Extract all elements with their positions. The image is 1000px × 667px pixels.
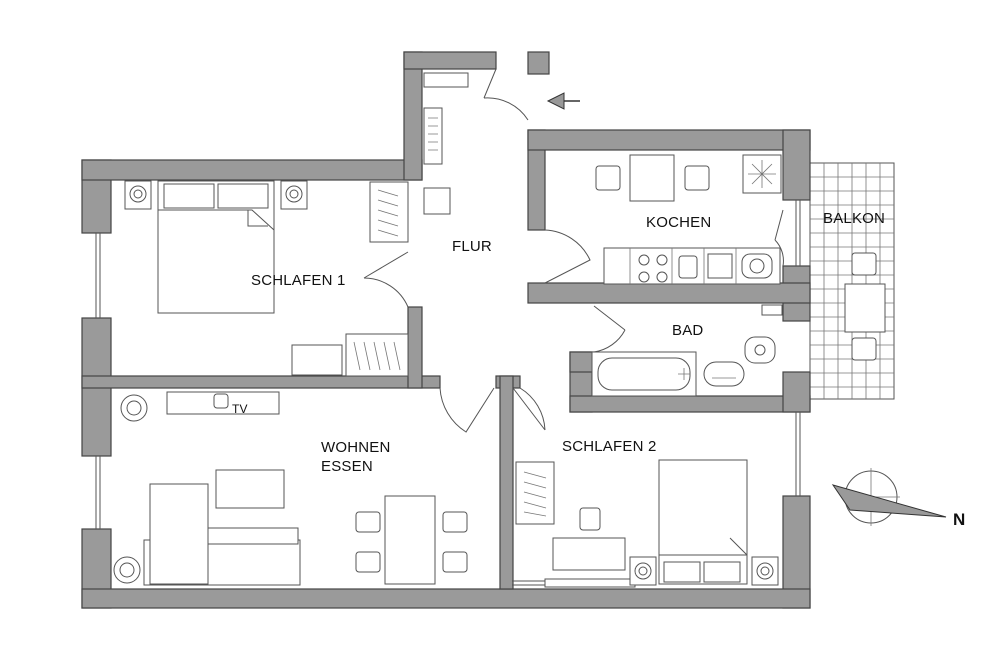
entrance-arrow-icon xyxy=(546,92,580,110)
compass-icon xyxy=(831,468,947,526)
room-label-schlafen1: SCHLAFEN 1 xyxy=(251,272,346,289)
bedroom2-furniture xyxy=(515,459,779,586)
room-label-kochen: KOCHEN xyxy=(646,214,712,231)
living-furniture xyxy=(113,391,468,586)
flur-furniture xyxy=(423,72,469,215)
doors xyxy=(363,68,784,433)
room-label-bad: BAD xyxy=(672,322,704,339)
room-label-flur: FLUR xyxy=(452,238,492,255)
compass-north-label: N xyxy=(953,510,966,529)
bathroom-furniture xyxy=(591,304,783,397)
tv-label: TV xyxy=(232,402,248,416)
room-label-essen: ESSEN xyxy=(321,458,373,475)
bedroom1-furniture xyxy=(124,180,409,377)
room-label-schlafen2: SCHLAFEN 2 xyxy=(562,438,657,455)
balcony xyxy=(809,162,895,400)
room-label-balkon: BALKON xyxy=(823,210,886,227)
room-label-wohnen: WOHNEN xyxy=(321,439,391,456)
kitchen-furniture xyxy=(595,154,782,285)
